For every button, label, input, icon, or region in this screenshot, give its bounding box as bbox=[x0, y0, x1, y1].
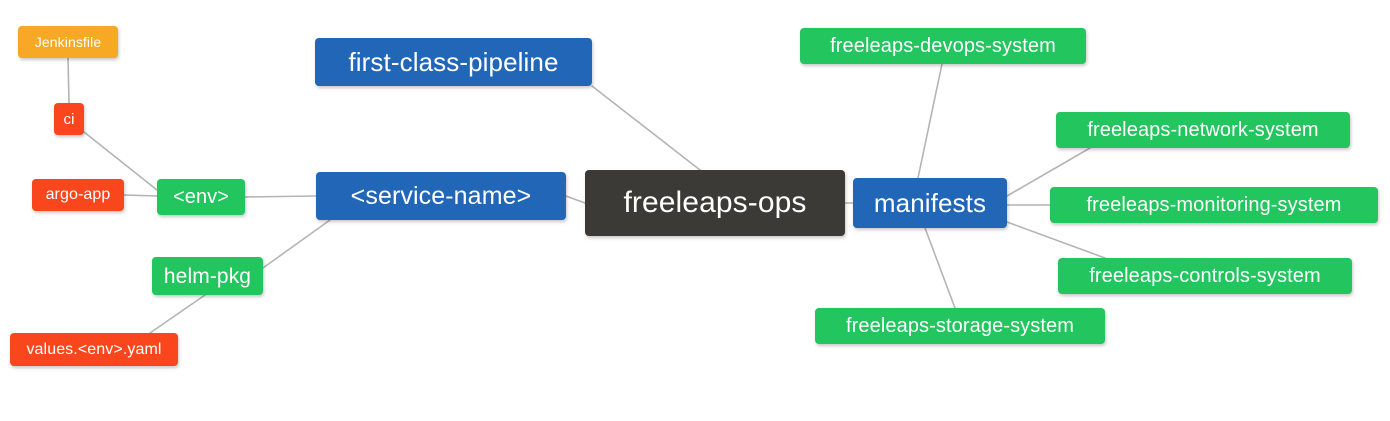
mindmap-node-freeleaps-ops[interactable]: freeleaps-ops bbox=[585, 170, 845, 236]
mindmap-node-jenkinsfile[interactable]: Jenkinsfile bbox=[18, 26, 118, 58]
mindmap-node-values-env-yaml[interactable]: values.<env>.yaml bbox=[10, 333, 178, 366]
mindmap-node-freeleaps-monitoring-system[interactable]: freeleaps-monitoring-system bbox=[1050, 187, 1378, 223]
edge-service-name-to-helm-pkg bbox=[262, 219, 331, 269]
mindmap-node-manifests[interactable]: manifests bbox=[853, 178, 1007, 228]
edge-env-to-argo-app bbox=[123, 194, 158, 197]
edge-freeleaps-ops-to-service-name bbox=[565, 195, 586, 204]
edge-ci-to-jenkinsfile bbox=[67, 57, 70, 104]
mindmap-node-freeleaps-controls-system[interactable]: freeleaps-controls-system bbox=[1058, 258, 1352, 294]
edge-helm-pkg-to-values-env-yaml bbox=[149, 294, 206, 334]
mindmap-node-env[interactable]: <env> bbox=[157, 179, 245, 215]
mindmap-node-freeleaps-storage-system[interactable]: freeleaps-storage-system bbox=[815, 308, 1105, 344]
edge-manifests-to-freeleaps-storage-system bbox=[924, 227, 956, 309]
mindmap-node-first-class-pipeline[interactable]: first-class-pipeline bbox=[315, 38, 592, 86]
mindmap-node-service-name[interactable]: <service-name> bbox=[316, 172, 566, 220]
edge-freeleaps-ops-to-first-class-pipeline bbox=[591, 85, 701, 171]
mindmap-node-helm-pkg[interactable]: helm-pkg bbox=[152, 257, 263, 295]
edge-manifests-to-freeleaps-devops-system bbox=[917, 63, 943, 179]
edge-service-name-to-env bbox=[244, 195, 317, 198]
mindmap-node-freeleaps-devops-system[interactable]: freeleaps-devops-system bbox=[800, 28, 1086, 64]
mindmap-node-argo-app[interactable]: argo-app bbox=[32, 179, 124, 211]
mindmap-node-freeleaps-network-system[interactable]: freeleaps-network-system bbox=[1056, 112, 1350, 148]
mindmap-node-ci[interactable]: ci bbox=[54, 103, 84, 135]
edge-manifests-to-freeleaps-controls-system bbox=[1006, 221, 1106, 259]
